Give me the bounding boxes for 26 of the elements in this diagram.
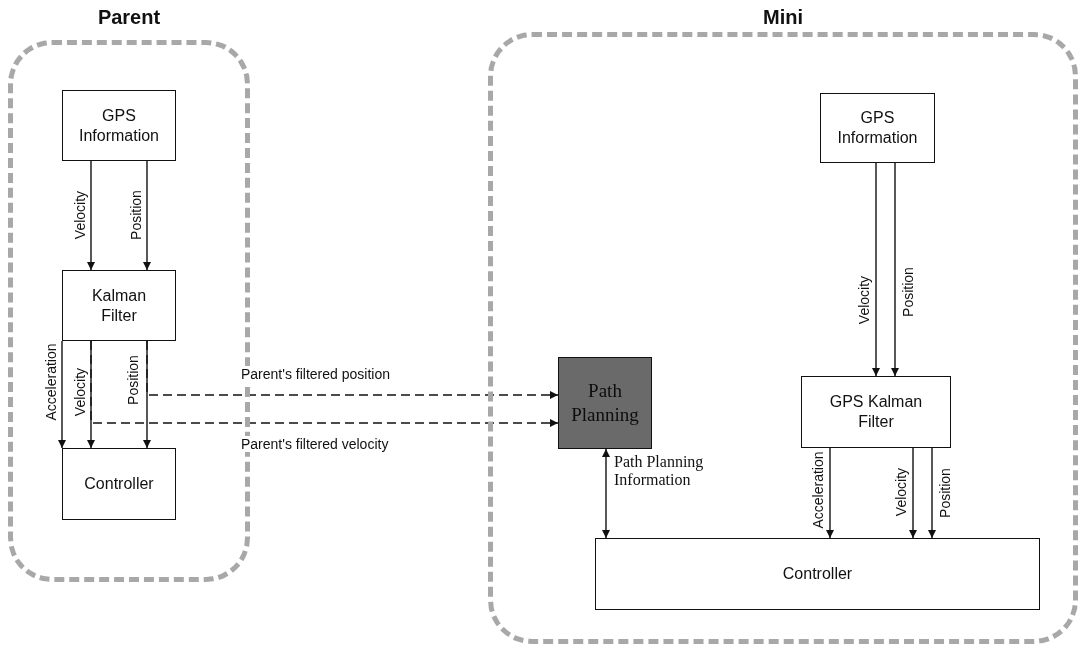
highlighted-process-box: Path Planning	[558, 357, 652, 449]
arrow	[87, 160, 95, 271]
arrow	[891, 162, 899, 377]
process-box: Controller	[62, 448, 176, 520]
edge-label: Parent's filtered velocity	[241, 436, 389, 453]
edge-label: Parent's filtered position	[241, 366, 390, 383]
edge-label: Velocity	[892, 467, 910, 517]
arrow	[826, 447, 834, 539]
arrow	[58, 340, 66, 449]
process-box: GPS Information	[62, 90, 176, 161]
edge-label: Velocity	[71, 190, 89, 240]
group-title: Parent	[96, 6, 162, 29]
process-box: GPS Kalman Filter	[801, 376, 951, 448]
arrow	[143, 160, 151, 271]
group-title: Mini	[762, 6, 804, 29]
edge-label: Velocity	[71, 367, 89, 417]
arrow	[602, 448, 610, 539]
dashed-arrow	[146, 340, 559, 399]
arrow	[928, 447, 936, 539]
arrow	[872, 162, 880, 377]
process-box: GPS Information	[820, 93, 935, 163]
arrow	[909, 447, 917, 539]
process-box: Controller	[595, 538, 1040, 610]
edge-label: Velocity	[855, 275, 873, 325]
dashed-arrow	[90, 340, 559, 427]
process-box: Kalman Filter	[62, 270, 176, 341]
